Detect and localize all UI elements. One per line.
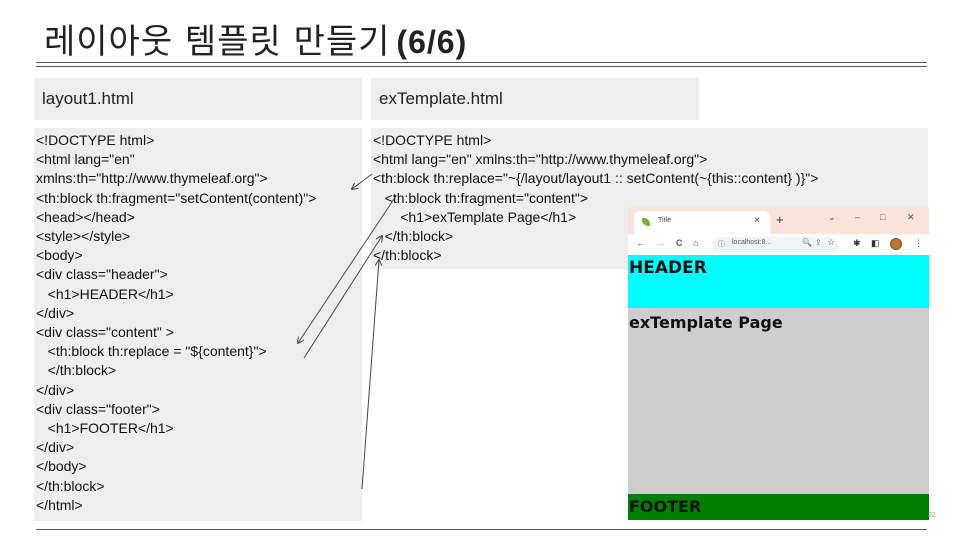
tab-search-icon[interactable]: ⌄ [828, 212, 836, 222]
code-line: </div> [36, 381, 75, 398]
code-line: <th:block th:fragment="content"> [373, 189, 589, 206]
new-tab-button[interactable]: + [776, 212, 784, 227]
code-line: <html lang="en" xmlns:th="http://www.thy… [373, 151, 708, 168]
title-rule-top [36, 62, 927, 63]
code-line: <html lang="en" [36, 151, 135, 168]
code-line: <div class="footer"> [36, 400, 160, 417]
code-line: <!DOCTYPE html> [373, 132, 492, 148]
arrow-placeholder-to-block-end [303, 236, 382, 359]
browser-window: Title × + ⌄ – □ ✕ ← → C ⌂ ⓘ localhost:8.… [628, 207, 929, 520]
rendered-content: exTemplate Page [628, 308, 929, 494]
maximize-icon[interactable]: □ [880, 212, 886, 222]
code-line: </div> [36, 439, 75, 456]
back-icon[interactable]: ← [636, 238, 645, 248]
code-line: </th:block> [36, 477, 105, 494]
home-icon[interactable]: ⌂ [693, 238, 699, 248]
address-text: localhost:8... [732, 239, 772, 246]
code-line: <div class="content" > [36, 324, 174, 341]
slide-title: 레이아웃 템플릿 만들기(6/6) [44, 14, 467, 63]
bookmark-star-icon[interactable]: ☆ [827, 237, 836, 247]
code-line: </th:block> [373, 228, 454, 245]
extemplate-filename-header: exTemplate.html [371, 78, 699, 120]
code-line: </th:block> [373, 247, 442, 264]
browser-toolbar: ← → C ⌂ ⓘ localhost:8... 🔍 ⇪ ☆ ✱ ◧ ⋮ [628, 234, 929, 256]
leaf-favicon-icon [642, 218, 650, 226]
code-line: <h1>exTemplate Page</h1> [373, 208, 577, 225]
code-line: xmlns:th="http://www.thymeleaf.org"> [36, 170, 268, 187]
code-line: </body> [36, 458, 87, 475]
code-line: <h1>HEADER</h1> [36, 285, 174, 302]
address-bar[interactable]: ⓘ localhost:8... 🔍 ⇪ ☆ [712, 237, 838, 252]
code-line: <th:block th:replace = "${content}"> [36, 343, 267, 360]
arrow-fragment-to-replace [352, 173, 373, 189]
site-info-icon[interactable]: ⓘ [718, 241, 725, 248]
minimize-icon[interactable]: – [855, 212, 861, 222]
code-line: <th:block th:fragment="setContent(conten… [36, 189, 317, 206]
close-window-icon[interactable]: ✕ [907, 212, 915, 222]
code-line: </th:block> [36, 362, 117, 379]
reload-icon[interactable]: C [676, 238, 683, 248]
slide-title-suffix: (6/6) [396, 24, 468, 60]
slide-title-korean: 레이아웃 템플릿 만들기 [44, 22, 391, 62]
footer-rule [36, 529, 927, 530]
code-line: <body> [36, 247, 83, 264]
code-line: <style></style> [36, 228, 131, 245]
rendered-footer: FOOTER [628, 494, 929, 520]
title-rule-bottom [36, 66, 927, 67]
side-panel-icon[interactable]: ◧ [871, 238, 880, 248]
profile-avatar[interactable] [890, 238, 902, 250]
page-number: 22 [928, 512, 936, 519]
forward-icon[interactable]: → [656, 238, 665, 248]
code-line: <th:block th:replace="~{/layout/layout1 … [373, 170, 819, 187]
arrow-block-end-to-outer-end [361, 260, 379, 490]
rendered-footer-text: FOOTER [629, 497, 702, 516]
tab-close-icon[interactable]: × [754, 215, 760, 226]
rendered-header: HEADER [628, 255, 929, 308]
code-line: <head></head> [36, 208, 135, 225]
extensions-icon[interactable]: ✱ [853, 238, 861, 248]
layout1-filename-header: layout1.html [34, 78, 362, 120]
arrow-content-to-placeholder [298, 195, 397, 343]
browser-tab[interactable]: Title × [634, 211, 770, 234]
menu-icon[interactable]: ⋮ [914, 238, 923, 248]
share-icon[interactable]: ⇪ [815, 238, 822, 247]
search-icon[interactable]: 🔍 [802, 238, 812, 247]
code-line: </html> [36, 496, 83, 513]
rendered-content-text: exTemplate Page [629, 313, 783, 332]
layout1-code-block: <!DOCTYPE html> <html lang="en" xmlns:th… [34, 128, 362, 521]
rendered-header-text: HEADER [629, 258, 707, 278]
code-line: <h1>FOOTER</h1> [36, 420, 174, 437]
code-line: <div class="header"> [36, 266, 168, 283]
tab-title: Title [658, 217, 671, 224]
code-line: <!DOCTYPE html> [36, 132, 155, 148]
code-line: </div> [36, 304, 75, 321]
browser-tab-strip: Title × + ⌄ – □ ✕ [628, 207, 929, 234]
